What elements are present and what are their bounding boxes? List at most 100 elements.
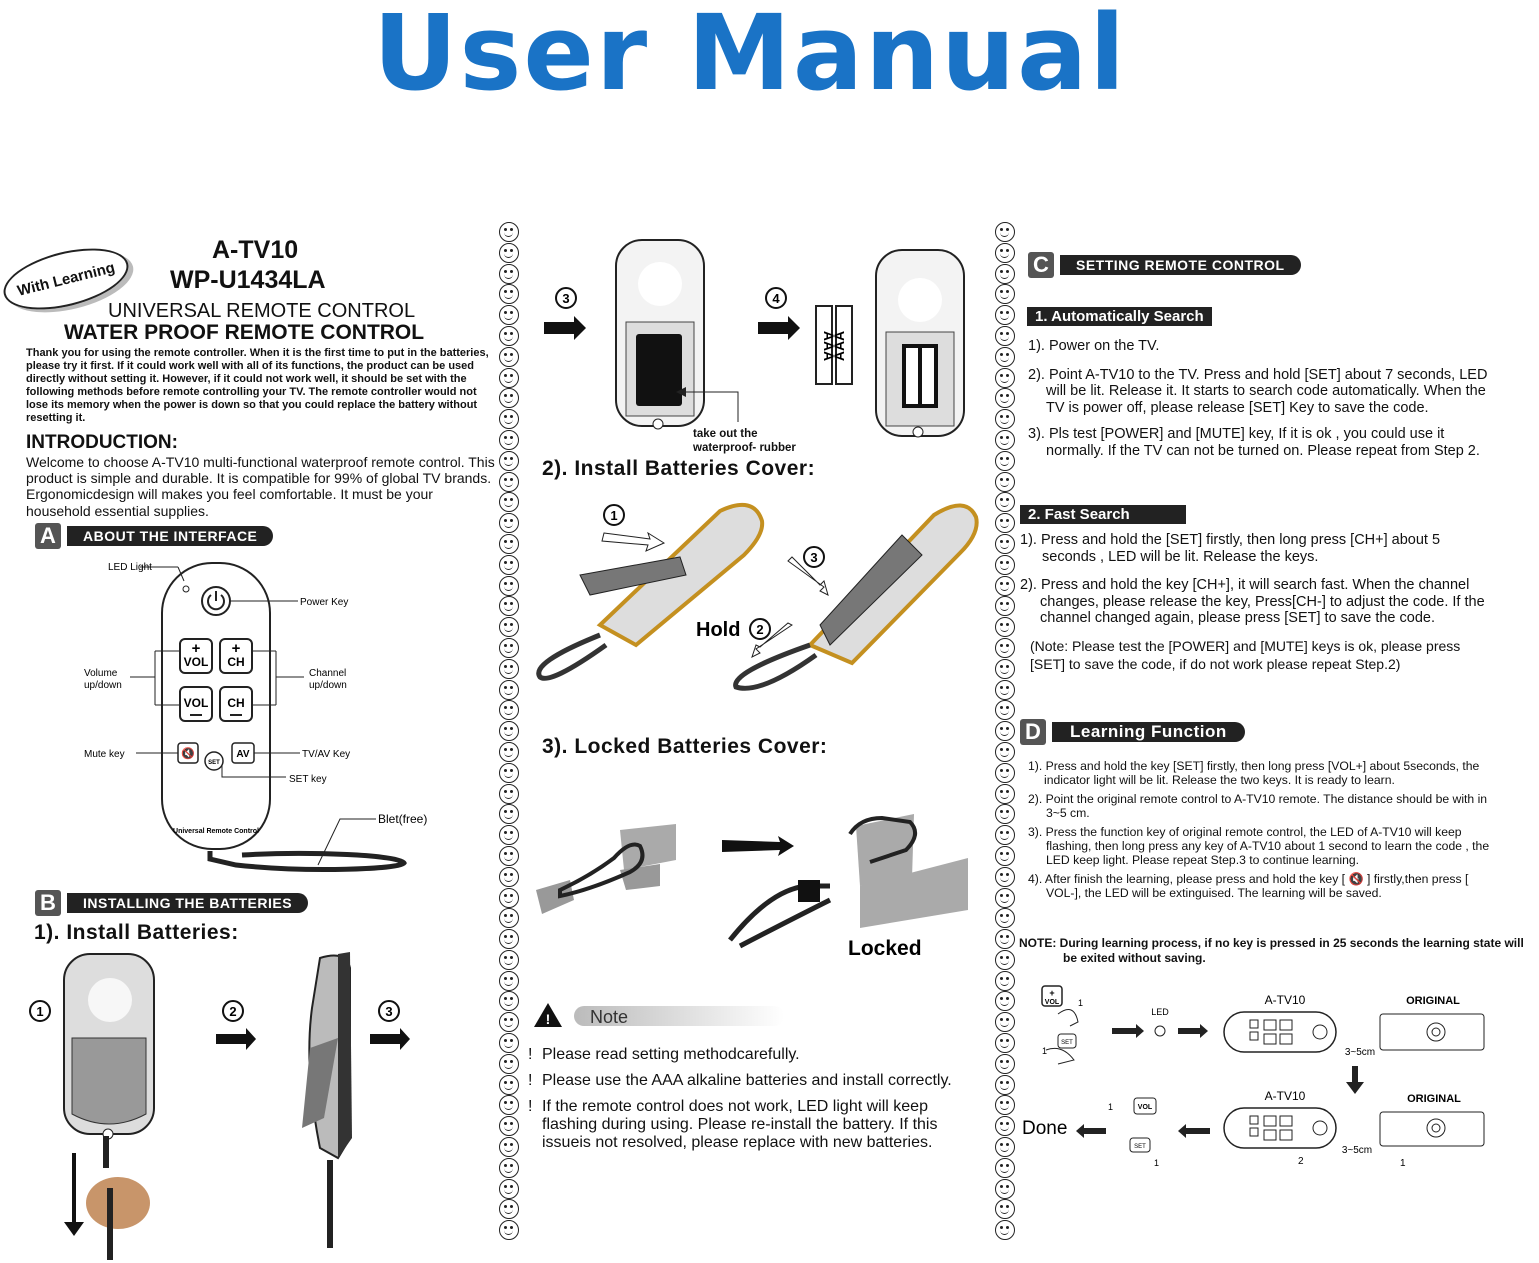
svg-text:VOL: VOL — [1138, 1104, 1153, 1111]
smiley-icon — [499, 1199, 519, 1220]
cover-heading: 2). Install Batteries Cover: — [542, 457, 816, 480]
note-item: !If the remote control does not work, LE… — [528, 1098, 938, 1151]
smiley-icon — [499, 617, 519, 638]
smiley-icon — [499, 1033, 519, 1054]
svg-text:AV: AV — [236, 749, 249, 760]
svg-text:1: 1 — [1108, 1102, 1113, 1112]
svg-text:Locked: Locked — [848, 937, 922, 960]
section-a-header: A ABOUT THE INTERFACE — [35, 523, 274, 549]
svg-text:1: 1 — [1042, 1046, 1047, 1056]
fast-search-heading: 2. Fast Search — [1020, 505, 1186, 524]
svg-text:Mute key: Mute key — [84, 749, 125, 760]
smiley-icon — [499, 325, 519, 346]
smiley-icon — [995, 429, 1015, 450]
locked-heading: 3). Locked Batteries Cover: — [542, 735, 828, 758]
led-dot — [182, 585, 190, 593]
section-c-header: C SETTING REMOTE CONTROL — [1028, 252, 1301, 278]
smiley-icon — [995, 866, 1015, 887]
smiley-icon — [995, 242, 1015, 263]
channel-label: Channel — [309, 668, 346, 679]
install-cover-illustration: 1 Hold 2 3 — [536, 502, 979, 691]
fast-note: (Note: Please test the [POWER] and [MUTE… — [1030, 637, 1461, 672]
smiley-icon — [995, 1137, 1015, 1158]
svg-text:2: 2 — [756, 622, 763, 637]
smiley-icon — [499, 970, 519, 991]
svg-text:A-TV10: A-TV10 — [1265, 1089, 1306, 1103]
smiley-icon — [499, 866, 519, 887]
smiley-icon — [995, 700, 1015, 721]
smiley-icon — [499, 1095, 519, 1116]
svg-text:Universal Remote Control: Universal Remote Control — [173, 828, 259, 835]
remote-interface-diagram: + + VOL CH VOL CH 🔇 AV SET Universal Rem… — [84, 562, 427, 872]
svg-text:1: 1 — [36, 1004, 43, 1019]
smiley-icon — [995, 513, 1015, 534]
smiley-icon — [499, 450, 519, 471]
smiley-icon — [499, 388, 519, 409]
svg-text:2: 2 — [229, 1004, 236, 1019]
model-number: A-TV10 — [212, 236, 299, 264]
smiley-icon — [995, 388, 1015, 409]
product-subtitle: UNIVERSAL REMOTE CONTROL — [108, 300, 416, 322]
notes-list: !Please read setting methodcarefully. !P… — [528, 1046, 993, 1152]
smiley-icon — [995, 1074, 1015, 1095]
smiley-icon — [995, 908, 1015, 929]
svg-text:ORIGINAL: ORIGINAL — [1407, 1093, 1461, 1105]
intro-heading: INTRODUCTION: — [26, 432, 178, 453]
svg-text:LED Light: LED Light — [108, 562, 152, 573]
smiley-icon — [499, 1220, 519, 1241]
smiley-icon — [995, 949, 1015, 970]
svg-text:Power Key: Power Key — [300, 597, 348, 608]
fast-step: 2). Press and hold the key [CH+], it wil… — [1020, 577, 1485, 626]
svg-text:CH: CH — [227, 655, 244, 669]
learn-step: 3). Press the function key of original r… — [1028, 824, 1490, 868]
svg-text:CH: CH — [227, 696, 244, 710]
smiley-icon — [995, 887, 1015, 908]
smiley-icon — [995, 471, 1015, 492]
smiley-icon — [499, 554, 519, 575]
smiley-divider-left — [499, 222, 521, 1241]
section-a-label: ABOUT THE INTERFACE — [67, 526, 274, 546]
install-heading: 1). Install Batteries: — [34, 921, 239, 944]
svg-text:2: 2 — [1298, 1156, 1304, 1167]
section-c-letter: C — [1028, 252, 1054, 278]
smiley-icon — [995, 721, 1015, 742]
section-a-letter: A — [35, 523, 61, 549]
svg-text:AAA: AAA — [821, 331, 837, 361]
svg-text:Blet(free): Blet(free) — [378, 812, 427, 826]
smiley-icon — [499, 1074, 519, 1095]
svg-text:TV/AV Key: TV/AV Key — [302, 749, 350, 760]
smiley-icon — [995, 450, 1015, 471]
smiley-icon — [995, 554, 1015, 575]
smiley-icon — [499, 575, 519, 596]
smiley-icon — [499, 513, 519, 534]
smiley-icon — [499, 887, 519, 908]
svg-text:VOL: VOL — [184, 696, 209, 710]
section-d-label: Learning Function — [1052, 722, 1245, 742]
smiley-icon — [995, 222, 1015, 242]
note-item: !Please use the AAA alkaline batteries a… — [528, 1072, 952, 1089]
svg-text:SET: SET — [1061, 1040, 1073, 1046]
svg-text:3~5cm: 3~5cm — [1345, 1047, 1375, 1058]
smiley-icon — [499, 346, 519, 367]
model-number-2: WP-U1434LA — [170, 266, 326, 294]
smiley-icon — [499, 429, 519, 450]
svg-text:Hold: Hold — [696, 619, 740, 641]
smiley-icon — [995, 991, 1015, 1012]
svg-text:Done: Done — [1022, 1118, 1067, 1139]
smiley-icon — [499, 492, 519, 513]
smiley-icon — [995, 825, 1015, 846]
auto-step: 2). Point A-TV10 to the TV. Press and ho… — [1028, 366, 1488, 416]
svg-text:SET: SET — [1134, 1144, 1146, 1150]
svg-text:A-TV10: A-TV10 — [1265, 993, 1306, 1007]
svg-text:AAA: AAA — [831, 331, 847, 361]
svg-text:ORIGINAL: ORIGINAL — [1406, 995, 1460, 1007]
svg-text:3: 3 — [385, 1004, 392, 1019]
smiley-icon — [995, 533, 1015, 554]
smiley-icon — [499, 242, 519, 263]
fast-search-steps: 1). Press and hold the [SET] firstly, th… — [1020, 532, 1486, 673]
note-header: ! Note — [534, 1003, 784, 1027]
smiley-icon — [499, 1157, 519, 1178]
smiley-icon — [499, 637, 519, 658]
svg-text:3: 3 — [562, 291, 569, 306]
smiley-icon — [499, 1012, 519, 1033]
